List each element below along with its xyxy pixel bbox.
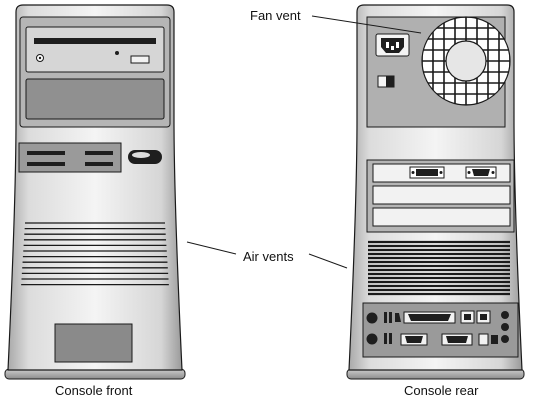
vga-port[interactable]	[465, 166, 497, 179]
card-slot	[27, 151, 65, 155]
activity-led-icon	[115, 51, 119, 55]
audio-jack[interactable]	[501, 323, 509, 331]
power-socket[interactable]	[375, 33, 410, 57]
fan-hub	[445, 40, 487, 82]
disc-tray-slot	[34, 38, 156, 44]
ps2-port[interactable]	[366, 333, 378, 345]
parallel-port[interactable]	[403, 311, 456, 324]
audio-jack[interactable]	[501, 335, 509, 343]
air-vents-leader-line-left	[186, 241, 237, 255]
firewire-port[interactable]	[491, 335, 498, 344]
usb-port[interactable]	[389, 312, 392, 323]
usb-port[interactable]	[389, 333, 392, 344]
serial-port[interactable]	[400, 333, 428, 346]
console-front	[4, 4, 186, 380]
card-reader-panel	[18, 142, 122, 173]
rear-io-panel	[362, 302, 519, 358]
card-slot	[27, 162, 65, 166]
ps2-port[interactable]	[366, 312, 378, 324]
usb-port[interactable]	[384, 333, 387, 344]
front-air-vent-grille	[21, 222, 169, 286]
usb-port[interactable]	[384, 312, 387, 323]
air-vents-leader-line-right	[308, 253, 348, 269]
rear-air-vent-grille	[368, 240, 510, 296]
card-slot	[85, 162, 113, 166]
audio-jack[interactable]	[501, 311, 509, 319]
fan-vent-label: Fan vent	[250, 8, 301, 23]
game-port[interactable]	[478, 333, 489, 346]
expansion-card-slots	[366, 159, 515, 233]
serial-port[interactable]	[441, 333, 473, 346]
fan-vent-leader-line	[311, 15, 422, 34]
optical-drive-bay	[25, 26, 165, 73]
drive-bay-cover	[25, 78, 165, 120]
front-panel-door	[54, 323, 133, 363]
usb-connector	[395, 313, 401, 322]
power-switch[interactable]	[377, 75, 395, 88]
console-front-caption: Console front	[55, 383, 133, 398]
expansion-slot	[372, 207, 511, 227]
eject-button[interactable]	[130, 55, 150, 64]
dvi-port[interactable]	[409, 166, 445, 179]
console-rear	[346, 4, 525, 380]
card-slot	[85, 151, 113, 155]
expansion-slot	[372, 185, 511, 205]
console-rear-caption: Console rear	[404, 383, 479, 398]
air-vents-label: Air vents	[243, 249, 294, 264]
